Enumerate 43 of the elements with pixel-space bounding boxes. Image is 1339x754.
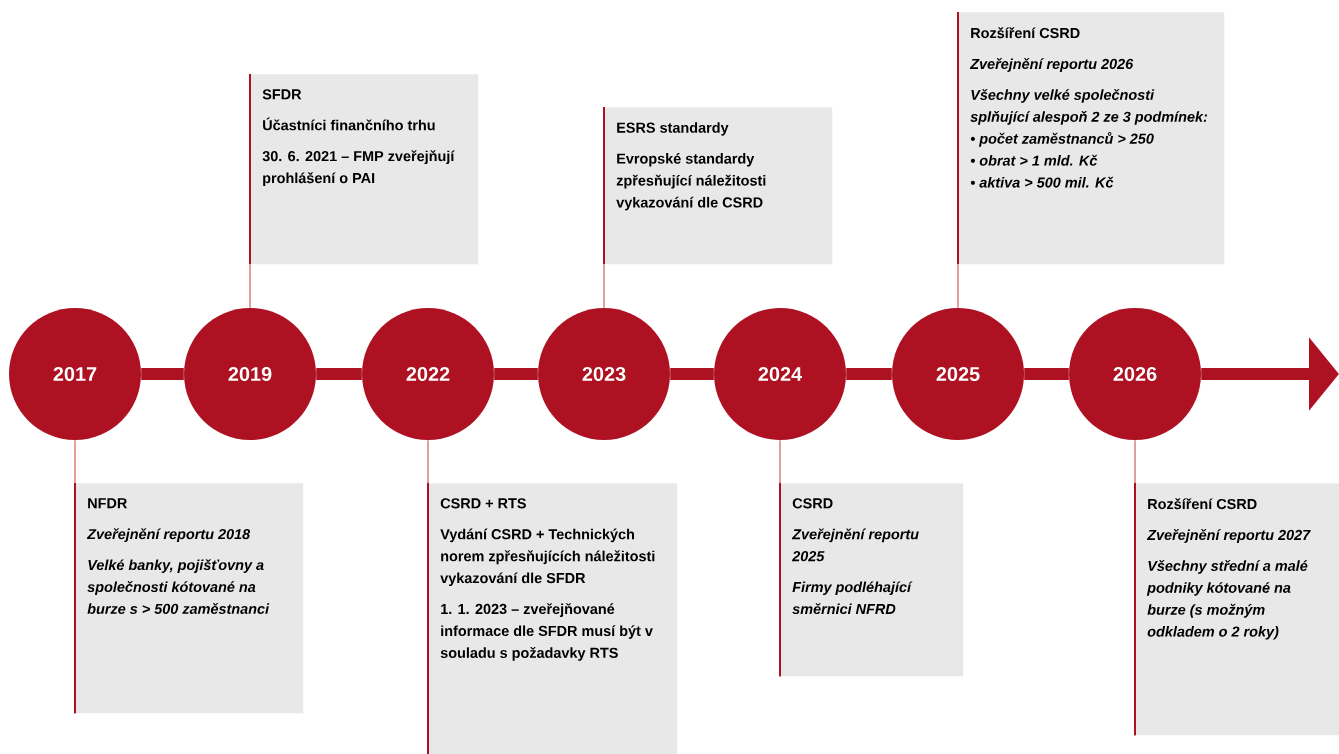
connector-line <box>1134 439 1136 484</box>
card-heading: NFDR <box>88 498 128 509</box>
card-text: 1. 1. 2023 – zveřejňované informace dle SFDR musí být v souladu s požadavky RTS <box>440 603 653 661</box>
card-text: Účastníci finančního trhu <box>263 117 435 131</box>
card-text: Velké banky, pojišťovny a společnosti kótované na burze s > 500 zaměstnanci <box>87 559 270 614</box>
text-card <box>74 482 304 715</box>
card-subtitle: Zveřejnění reportu 2026 <box>969 58 1134 72</box>
text-card <box>603 106 833 266</box>
card-text: • obrat > 1 mld. Kč <box>970 154 1098 166</box>
card-text: Vydání CSRD + Technických norem zpřesňujících náležitosti vykazování dle SFDR <box>440 528 655 587</box>
timeline-line <box>846 368 892 380</box>
text-card <box>427 482 678 754</box>
card-heading: CSRD + RTS <box>440 498 526 509</box>
connector-line <box>249 263 251 309</box>
connector-line <box>779 439 781 484</box>
connector-line <box>427 439 429 484</box>
card-text: • aktiva > 500 mil. Kč <box>970 176 1114 188</box>
card-heading: ESRS standardy <box>617 122 729 136</box>
connector-line <box>603 263 605 309</box>
card-heading: SFDR <box>262 89 302 100</box>
card-subtitle: Zveřejnění reportu 2025 <box>791 528 919 562</box>
card-heading: Rozšíření CSRD <box>971 27 1080 39</box>
card-text: • počet zaměstnanců > 250 <box>970 132 1154 147</box>
card-heading: CSRD <box>792 498 833 509</box>
timeline-line <box>316 368 362 380</box>
timeline-line <box>494 368 538 380</box>
card-text: 30. 6. 2021 – FMP zveřejňují prohlášení o PAI <box>262 150 455 187</box>
timeline-line <box>670 368 714 380</box>
timeline-line <box>1024 368 1069 380</box>
card-subtitle: Zveřejnění reportu 2018 <box>86 528 251 543</box>
text-card <box>249 73 479 266</box>
connector-line <box>74 439 76 484</box>
card-heading: Rozšíření CSRD <box>1148 498 1257 510</box>
text-card <box>1134 482 1339 737</box>
card-text: Evropské standardy zpřesňující náležitosti vykazování dle CSRD <box>616 153 766 211</box>
connector-line <box>957 263 959 309</box>
card-subtitle: Zveřejnění reportu 2027 <box>1146 529 1311 543</box>
card-text: Firmy podléhající směrnici NFRD <box>792 581 913 615</box>
card-text: Všechny velké společnosti splňující alespoň 2 ze 3 podmínek: <box>970 89 1208 125</box>
text-card <box>957 11 1225 266</box>
card-text: Všechny střední a malé podniky kótované na burze (s možným odkladem o 2 roky) <box>1146 560 1308 640</box>
timeline-line <box>141 368 184 380</box>
text-card <box>779 482 964 678</box>
